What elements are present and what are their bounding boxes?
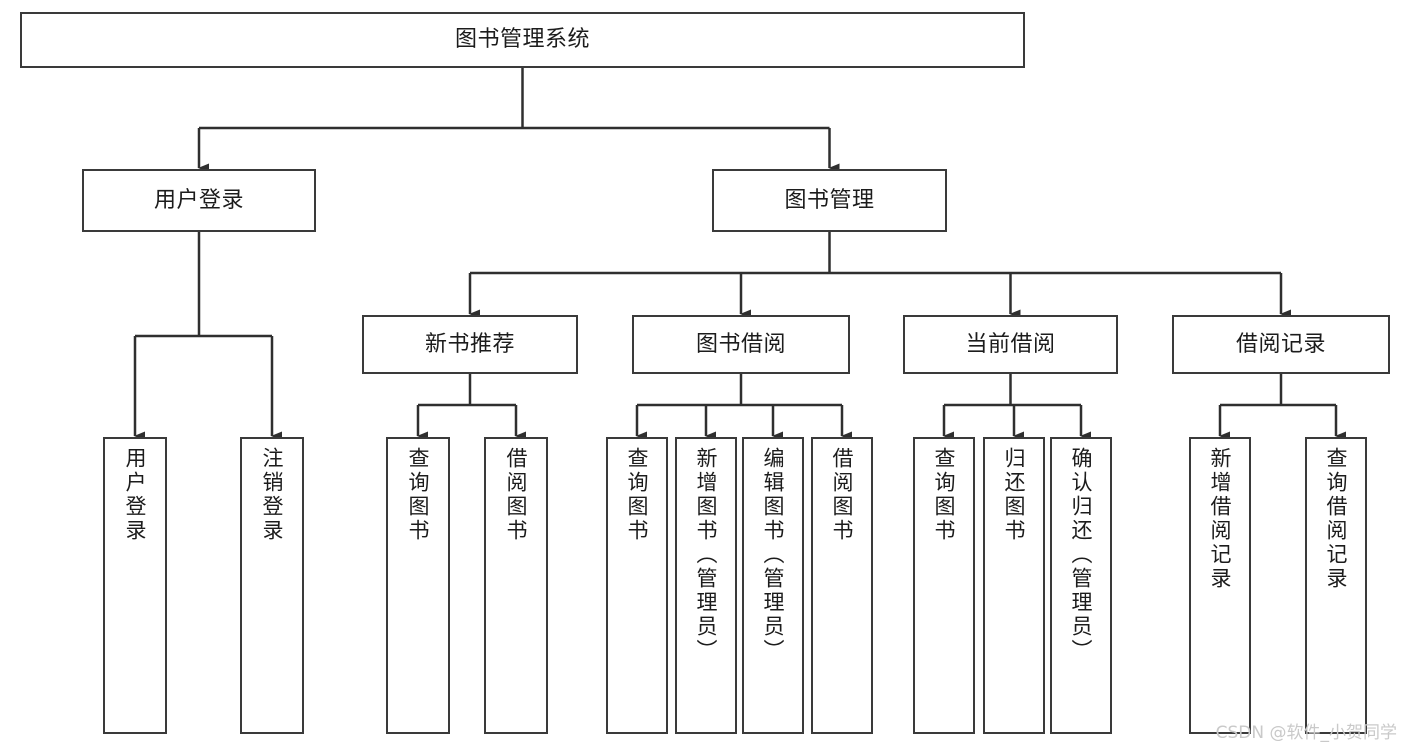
node-label-login: 用户登录 <box>153 187 244 213</box>
node-leaf-borrow-1[interactable]: 查询图书 <box>606 437 668 734</box>
node-leaf-rec-2[interactable]: 查询借阅记录 <box>1305 437 1367 734</box>
node-label-leaf-new-2: 借阅图书 <box>504 447 529 543</box>
node-bookmgmt[interactable]: 图书管理 <box>712 169 947 232</box>
node-label-leaf-new-1: 查询图书 <box>406 447 431 543</box>
node-label-root: 图书管理系统 <box>454 27 590 53</box>
node-leaf-cur-1[interactable]: 查询图书 <box>913 437 975 734</box>
node-label-leaf-rec-1: 新增借阅记录 <box>1208 447 1233 591</box>
node-label-newbook: 新书推荐 <box>424 331 515 357</box>
node-label-leaf-borrow-4: 借阅图书 <box>830 447 855 543</box>
node-leaf-cur-2[interactable]: 归还图书 <box>983 437 1045 734</box>
node-newbook[interactable]: 新书推荐 <box>362 315 578 374</box>
node-leaf-new-1[interactable]: 查询图书 <box>386 437 450 734</box>
node-label-leaf-borrow-3: 编辑图书（管理员） <box>761 447 786 663</box>
node-label-current: 当前借阅 <box>965 331 1056 357</box>
node-label-leaf-login-2: 注销登录 <box>260 447 285 543</box>
node-label-leaf-login-1: 用户登录 <box>123 447 148 543</box>
node-leaf-rec-1[interactable]: 新增借阅记录 <box>1189 437 1251 734</box>
node-current[interactable]: 当前借阅 <box>903 315 1118 374</box>
node-leaf-borrow-2[interactable]: 新增图书（管理员） <box>675 437 737 734</box>
node-label-leaf-borrow-2: 新增图书（管理员） <box>694 447 719 663</box>
node-label-bookmgmt: 图书管理 <box>784 187 875 213</box>
node-label-leaf-rec-2: 查询借阅记录 <box>1324 447 1349 591</box>
node-leaf-new-2[interactable]: 借阅图书 <box>484 437 548 734</box>
node-label-leaf-cur-3: 确认归还（管理员） <box>1069 447 1094 663</box>
node-leaf-borrow-3[interactable]: 编辑图书（管理员） <box>742 437 804 734</box>
watermark-text: CSDN @软件_小贺同学 <box>1215 723 1397 743</box>
node-borrow[interactable]: 图书借阅 <box>632 315 850 374</box>
edge-group <box>133 68 1346 441</box>
node-records[interactable]: 借阅记录 <box>1172 315 1390 374</box>
node-label-leaf-borrow-1: 查询图书 <box>625 447 650 543</box>
node-leaf-login-1[interactable]: 用户登录 <box>103 437 167 734</box>
node-label-leaf-cur-1: 查询图书 <box>932 447 957 543</box>
node-leaf-login-2[interactable]: 注销登录 <box>240 437 304 734</box>
node-leaf-cur-3[interactable]: 确认归还（管理员） <box>1050 437 1112 734</box>
node-login[interactable]: 用户登录 <box>82 169 316 232</box>
node-label-borrow: 图书借阅 <box>695 331 786 357</box>
node-label-records: 借阅记录 <box>1235 331 1326 357</box>
node-root[interactable]: 图书管理系统 <box>20 12 1025 68</box>
node-leaf-borrow-4[interactable]: 借阅图书 <box>811 437 873 734</box>
node-label-leaf-cur-2: 归还图书 <box>1002 447 1027 543</box>
